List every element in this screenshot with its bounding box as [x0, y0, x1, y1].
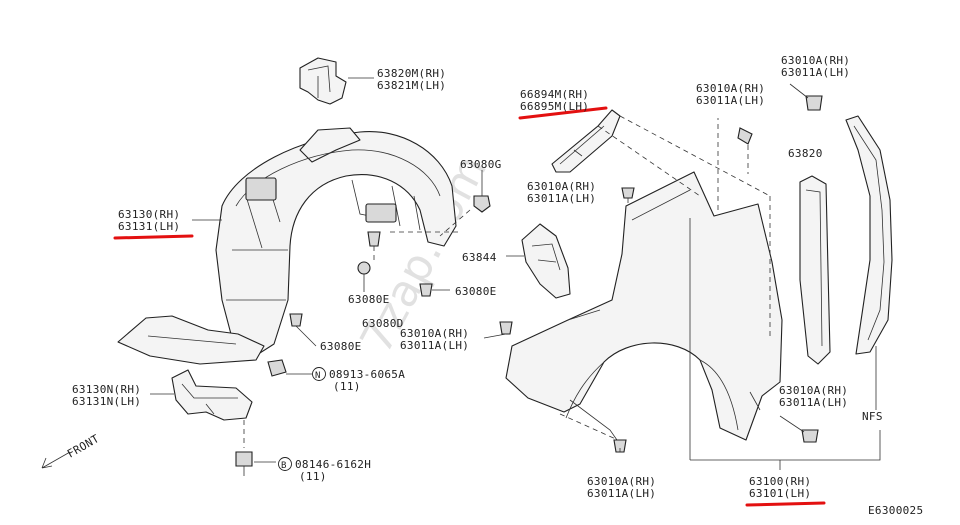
bolt-63010a-b [483, 321, 513, 339]
n-symbol-icon: N [312, 367, 326, 381]
label-63010a-4: 63010A(RH) [400, 327, 469, 340]
label-63820m: 63820M(RH) [377, 67, 446, 80]
label-63080d: 63080D [362, 317, 404, 330]
label-63844: 63844 [462, 251, 497, 264]
labels: 63820M(RH) 63821M(LH) 66894M(RH) 66895M(… [65, 54, 923, 517]
front-arrow-icon [41, 451, 71, 469]
part-63820m-bracket [299, 57, 347, 105]
b-symbol-label: B [281, 461, 287, 471]
label-63080g: 63080G [460, 158, 502, 171]
label-63080e-1: 63080E [348, 293, 390, 306]
part-nfs-trim [845, 115, 893, 410]
label-63011a-2: 63011A(LH) [781, 66, 850, 79]
label-63131: 63131(LH) [118, 220, 180, 233]
label-63820: 63820 [788, 147, 823, 160]
highlight-63131 [113, 234, 194, 240]
clip-63080d [289, 313, 317, 347]
b-symbol-icon: B [278, 457, 292, 471]
label-63011a-6: 63011A(LH) [587, 487, 656, 500]
label-63080e-3: 63080E [320, 340, 362, 353]
clip-63080e-2 [419, 283, 450, 297]
part-66894m-seal [551, 109, 621, 173]
part-63100-front-fender [505, 171, 783, 451]
label-63821m: 63821M(LH) [377, 79, 446, 92]
label-63100: 63100(RH) [749, 475, 811, 488]
bolt-63010a-lower-right [779, 415, 819, 443]
label-63010a-5: 63010A(RH) [779, 384, 848, 397]
nut-08913 [267, 359, 312, 377]
part-63844-bracket [521, 223, 571, 299]
label-66895m: 66895M(LH) [520, 100, 589, 113]
label-63011a-5: 63011A(LH) [779, 396, 848, 409]
label-nfs: NFS [862, 410, 883, 423]
leader-63100-bracket [689, 218, 881, 470]
part-63130n-bracket [171, 369, 253, 421]
label-63010a-1: 63010A(RH) [696, 82, 765, 95]
screw-63080e-1 [357, 261, 371, 292]
label-66894m: 66894M(RH) [520, 88, 589, 101]
label-63101: 63101(LH) [749, 487, 811, 500]
bolt-63010a-a [621, 187, 635, 250]
bolt-63010a-bottom [559, 413, 627, 453]
label-08913: 08913-6065A [329, 368, 405, 381]
bolt-63010a-top-right [789, 83, 823, 111]
bolt-63010a-top-left [737, 127, 753, 145]
highlight-63101 [745, 501, 826, 507]
clip-63080g [473, 170, 491, 213]
label-08146-qty: (11) [299, 470, 327, 483]
highlight-66895m [518, 106, 608, 120]
label-08146: 08146-6162H [295, 458, 371, 471]
label-63010a-2: 63010A(RH) [781, 54, 850, 67]
label-08913-qty: (11) [333, 380, 361, 393]
part-63820-cover [799, 175, 831, 365]
label-63011a-3: 63011A(LH) [527, 192, 596, 205]
label-63011a-1: 63011A(LH) [696, 94, 765, 107]
clip-63080e-upper [367, 231, 381, 264]
diagram-code: E6300025 [868, 504, 923, 517]
n-symbol-label: N [315, 371, 321, 381]
label-63010a-6: 63010A(RH) [587, 475, 656, 488]
bolt-08146 [235, 420, 276, 476]
label-63080e-2: 63080E [455, 285, 497, 298]
label-63130: 63130(RH) [118, 208, 180, 221]
label-63131n: 63131N(LH) [72, 395, 141, 408]
label-63010a-3: 63010A(RH) [527, 180, 596, 193]
label-63011a-4: 63011A(LH) [400, 339, 469, 352]
label-63130n: 63130N(RH) [72, 383, 141, 396]
part-63130-fender-liner [117, 127, 457, 365]
